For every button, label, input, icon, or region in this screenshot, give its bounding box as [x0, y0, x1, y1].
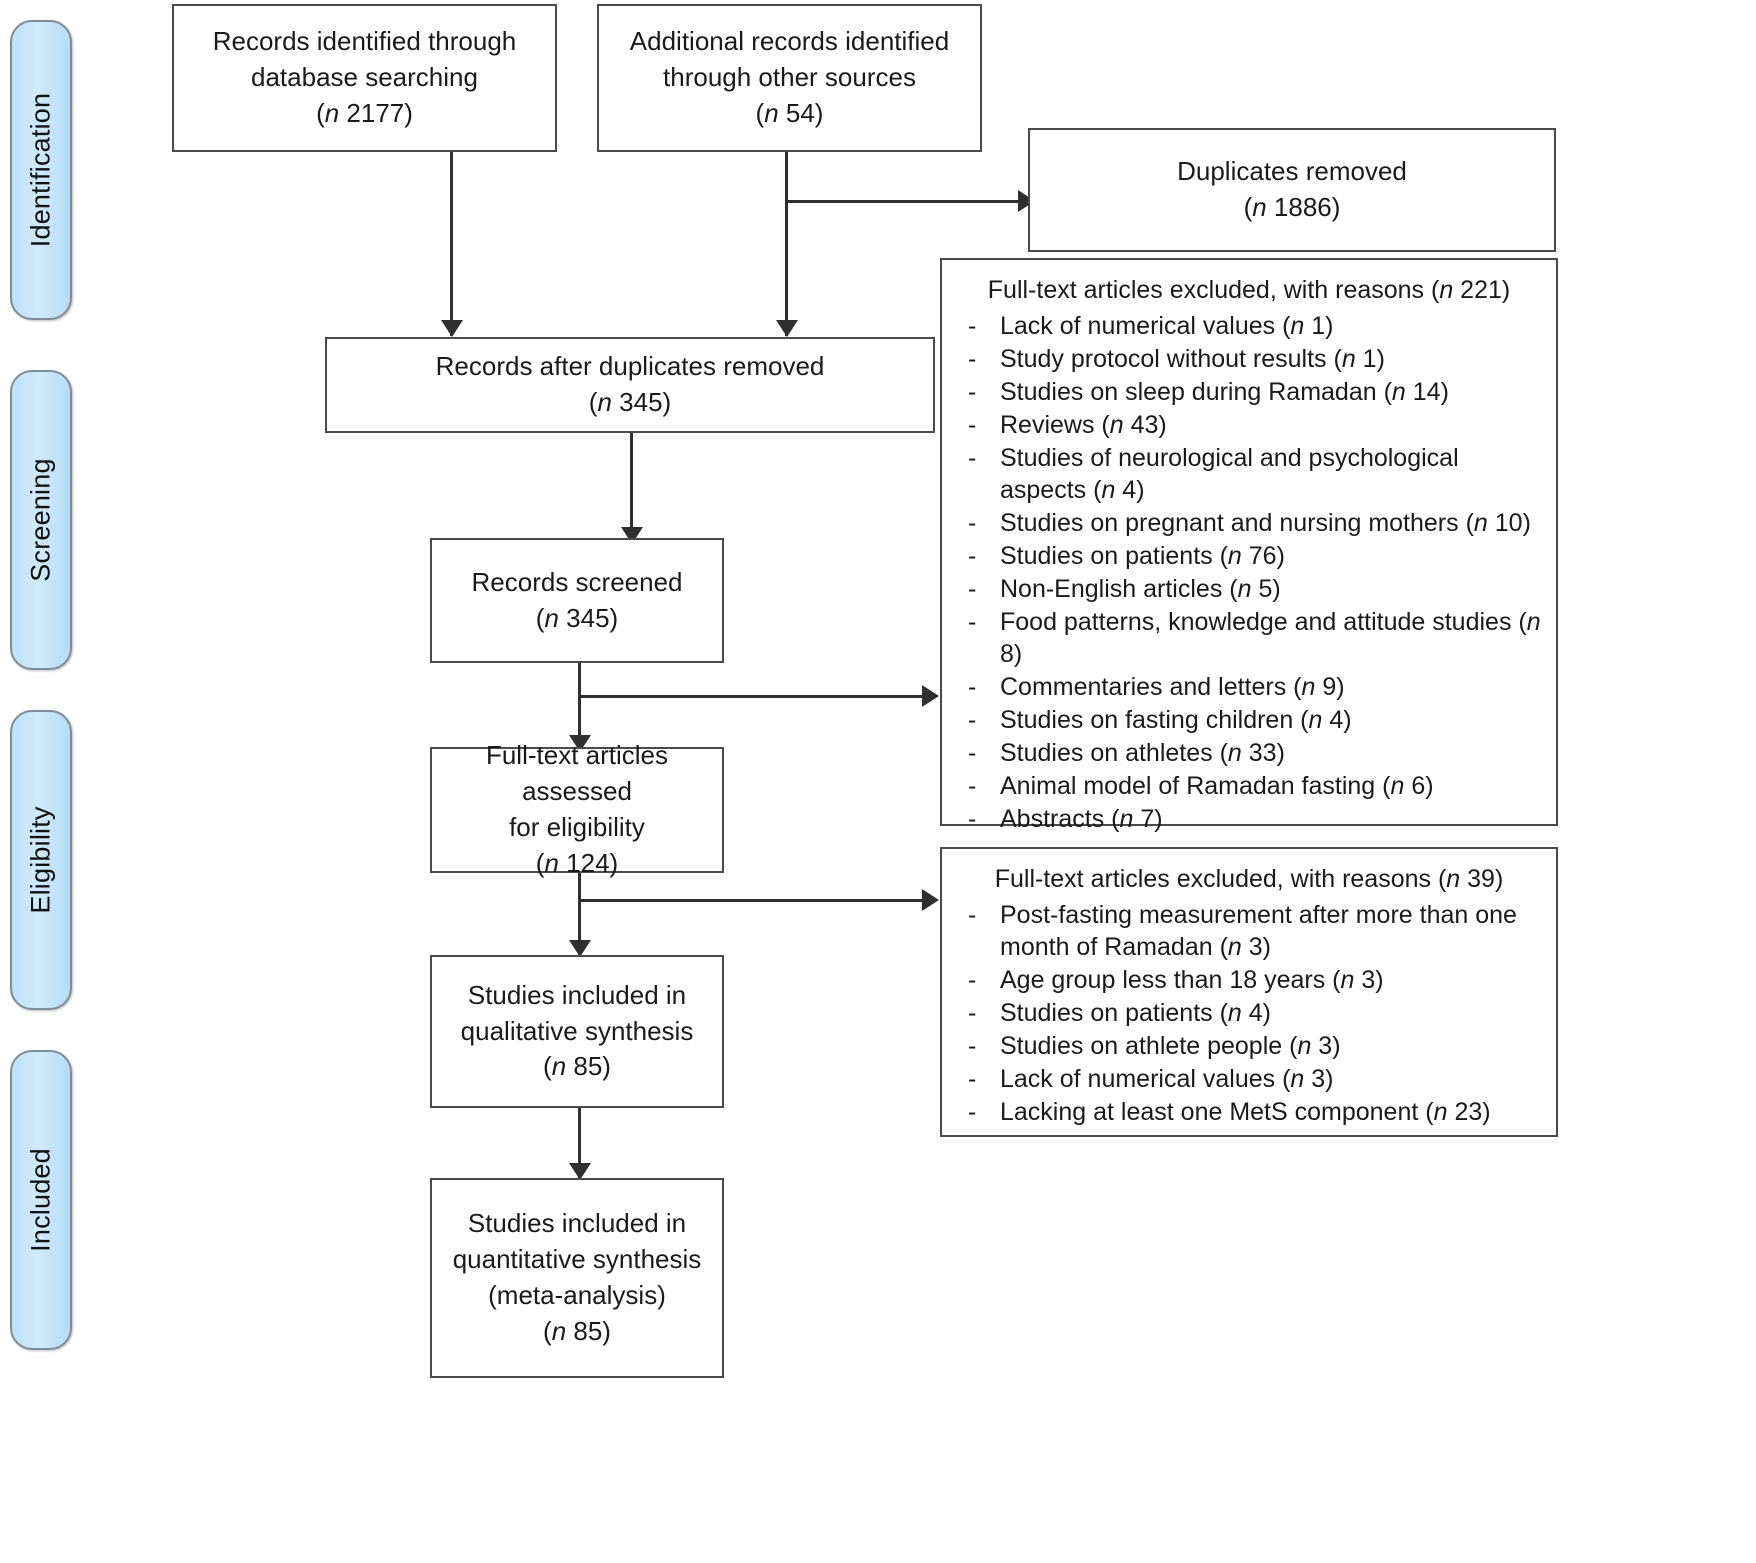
box-duplicates-removed: Duplicates removed (n 1886)	[1028, 128, 1556, 252]
box-line: qualitative synthesis	[460, 1015, 694, 1046]
box-count: (n 85)	[543, 1315, 611, 1346]
stage-label-screening: Screening	[25, 458, 56, 582]
box-fulltext-assessed: Full-text articles assessed for eligibil…	[430, 740, 724, 878]
list-item: Age group less than 18 years (n 3)	[954, 964, 1544, 996]
stage-pill-included: Included	[10, 1050, 72, 1350]
connector-afterdup-to-screened	[630, 432, 633, 544]
box-count: (n 124)	[535, 847, 619, 878]
box-records-identified-other: Additional records identified through ot…	[597, 4, 982, 152]
box-count: (n 345)	[535, 602, 619, 633]
list-item: Studies on sleep during Ramadan (n 14)	[954, 376, 1544, 408]
stage-label-included: Included	[25, 1148, 56, 1252]
list-item: Studies on athlete people (n 3)	[954, 1030, 1544, 1062]
box-line: (meta-analysis)	[488, 1280, 666, 1310]
box-line: quantitative synthesis	[452, 1244, 702, 1275]
exclusions-screening-title: Full-text articles excluded, with reason…	[987, 276, 1511, 304]
box-count: (n 54)	[755, 97, 824, 128]
arrowhead-fulltext-to-exclusions	[922, 889, 939, 911]
arrowhead-qualitative-to-quantitative	[569, 1163, 591, 1180]
list-item: Lack of numerical values (n 1)	[954, 310, 1544, 342]
connector-other-to-afterdup	[785, 150, 788, 336]
box-records-screened: Records screened (n 345)	[430, 538, 724, 663]
box-count: (n 2177)	[316, 97, 413, 128]
stage-pill-screening: Screening	[10, 370, 72, 670]
exclusions-eligibility-list: Post-fasting measurement after more than…	[954, 899, 1544, 1128]
box-line: Studies included in	[467, 1208, 687, 1239]
stage-label-identification: Identification	[25, 92, 56, 248]
connector-screened-to-exclusions	[578, 695, 932, 698]
exclusions-eligibility-title: Full-text articles excluded, with reason…	[994, 865, 1504, 893]
box-line: Records after duplicates removed	[435, 351, 825, 382]
list-item: Food patterns, knowledge and attitude st…	[954, 606, 1544, 670]
box-count: (n 1886)	[1243, 192, 1341, 222]
arrowhead-other-to-afterdup	[776, 320, 798, 337]
list-item: Studies on patients (n 4)	[954, 997, 1544, 1029]
connector-qualitative-to-quantitative	[578, 1108, 581, 1180]
connector-to-duplicates	[785, 200, 1028, 203]
box-exclusions-screening: Full-text articles excluded, with reason…	[940, 258, 1558, 835]
arrowhead-db-to-afterdup	[441, 320, 463, 337]
box-line: Duplicates removed	[1177, 156, 1407, 187]
connector-db-to-afterdup	[450, 150, 453, 336]
list-item: Studies of neurological and psychologica…	[954, 442, 1544, 506]
list-item: Study protocol without results (n 1)	[954, 343, 1544, 375]
list-item: Reviews (n 43)	[954, 409, 1544, 441]
box-exclusions-eligibility: Full-text articles excluded, with reason…	[940, 847, 1558, 1137]
arrowhead-fulltext-to-qualitative	[569, 940, 591, 957]
list-item: Studies on pregnant and nursing mothers …	[954, 507, 1544, 539]
box-line: Records identified through	[212, 26, 517, 57]
box-records-after-duplicates: Records after duplicates removed (n 345)	[325, 337, 935, 433]
stage-pill-eligibility: Eligibility	[10, 710, 72, 1010]
box-line: Full-text articles assessed	[485, 740, 669, 807]
list-item: Animal model of Ramadan fasting (n 6)	[954, 770, 1544, 802]
box-line: Additional records identified	[629, 26, 950, 57]
arrowhead-screened-to-exclusions	[922, 685, 939, 707]
box-studies-quantitative: Studies included in quantitative synthes…	[430, 1178, 724, 1378]
list-item: Post-fasting measurement after more than…	[954, 899, 1544, 963]
list-item: Lacking at least one MetS component (n 2…	[954, 1096, 1544, 1128]
list-item: Lack of numerical values (n 3)	[954, 1063, 1544, 1095]
connector-fulltext-to-exclusions	[578, 899, 932, 902]
box-line: through other sources	[663, 62, 916, 93]
exclusions-screening-list: Lack of numerical values (n 1) Study pro…	[954, 310, 1544, 835]
box-count: (n 345)	[588, 387, 672, 417]
stage-label-eligibility: Eligibility	[25, 806, 56, 914]
box-line: database searching	[251, 62, 478, 93]
connector-fulltext-to-qualitative	[578, 872, 581, 958]
list-item: Commentaries and letters (n 9)	[954, 671, 1544, 703]
box-line: Records screened	[471, 566, 683, 597]
box-studies-qualitative: Studies included in qualitative synthesi…	[430, 955, 724, 1108]
list-item: Abstracts (n 7)	[954, 803, 1544, 835]
box-line: for eligibility	[509, 812, 645, 842]
box-line: Studies included in	[467, 979, 687, 1010]
list-item: Studies on patients (n 76)	[954, 540, 1544, 572]
list-item: Studies on fasting children (n 4)	[954, 704, 1544, 736]
list-item: Studies on athletes (n 33)	[954, 737, 1544, 769]
stage-pill-identification: Identification	[10, 20, 72, 320]
list-item: Non-English articles (n 5)	[954, 573, 1544, 605]
box-records-identified-database: Records identified through database sear…	[172, 4, 557, 152]
connector-screened-to-fulltext	[578, 662, 581, 754]
box-count: (n 85)	[543, 1051, 611, 1082]
